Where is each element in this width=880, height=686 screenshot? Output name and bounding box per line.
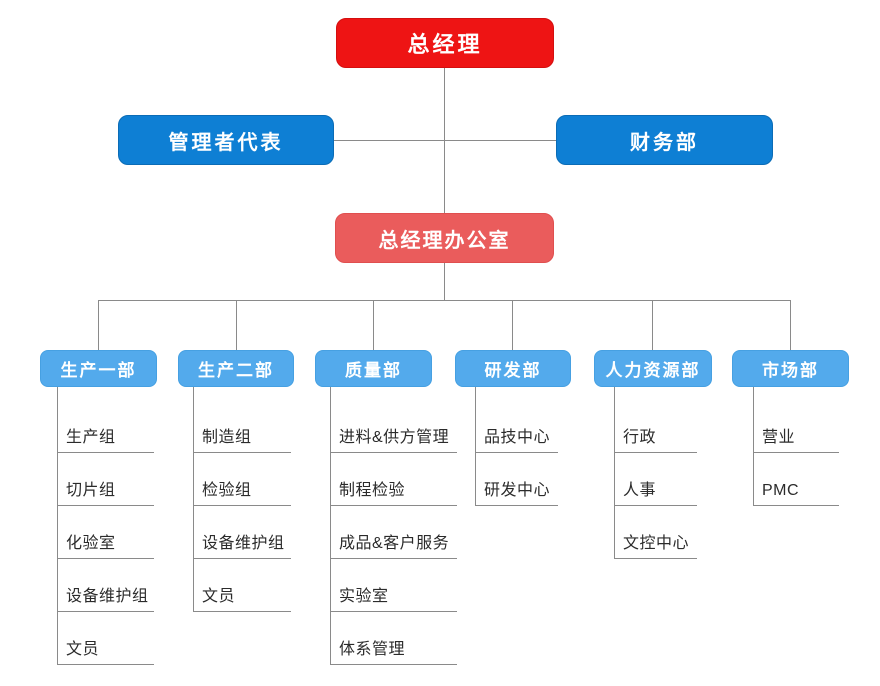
node-management-representative: 管理者代表 — [118, 115, 334, 165]
node-department-production2: 生产二部 — [178, 350, 294, 387]
list-item: 行政 — [615, 387, 697, 453]
connector-drop-market — [790, 300, 791, 350]
list-item: PMC — [754, 453, 839, 506]
node-finance-department: 财务部 — [556, 115, 773, 165]
children-list-production2: 制造组 检验组 设备维护组 文员 — [193, 387, 291, 612]
connector-drop-rnd — [512, 300, 513, 350]
children-list-quality: 进料&供方管理 制程检验 成品&客户服务 实验室 体系管理 — [330, 387, 457, 665]
connector-drop-production2 — [236, 300, 237, 350]
list-item: 品技中心 — [476, 387, 558, 453]
list-item: 检验组 — [194, 453, 291, 506]
connector-drop-production1 — [98, 300, 99, 350]
connector-drop-hr — [652, 300, 653, 350]
list-item: 人事 — [615, 453, 697, 506]
list-item: 制程检验 — [331, 453, 457, 506]
list-item: 进料&供方管理 — [331, 387, 457, 453]
list-item: 成品&客户服务 — [331, 506, 457, 559]
list-item: 体系管理 — [331, 612, 457, 665]
list-item: 研发中心 — [476, 453, 558, 506]
children-list-rnd: 品技中心 研发中心 — [475, 387, 558, 506]
list-item: 营业 — [754, 387, 839, 453]
list-item: 设备维护组 — [194, 506, 291, 559]
node-department-rnd: 研发部 — [455, 350, 571, 387]
node-department-hr: 人力资源部 — [594, 350, 712, 387]
node-general-manager: 总经理 — [336, 18, 554, 68]
connector-level2 — [334, 140, 556, 141]
list-item: 制造组 — [194, 387, 291, 453]
list-item: 实验室 — [331, 559, 457, 612]
list-item: 设备维护组 — [58, 559, 154, 612]
children-list-market: 营业 PMC — [753, 387, 839, 506]
children-list-production1: 生产组 切片组 化验室 设备维护组 文员 — [57, 387, 154, 665]
node-department-market: 市场部 — [732, 350, 849, 387]
list-item: 生产组 — [58, 387, 154, 453]
list-item: 文控中心 — [615, 506, 697, 559]
node-gm-office: 总经理办公室 — [335, 213, 554, 263]
list-item: 文员 — [194, 559, 291, 612]
connector-department-bus — [98, 300, 791, 301]
connector-drop-quality — [373, 300, 374, 350]
children-list-hr: 行政 人事 文控中心 — [614, 387, 697, 559]
node-department-quality: 质量部 — [315, 350, 432, 387]
list-item: 文员 — [58, 612, 154, 665]
node-department-production1: 生产一部 — [40, 350, 157, 387]
list-item: 化验室 — [58, 506, 154, 559]
list-item: 切片组 — [58, 453, 154, 506]
connector-office-to-bus — [444, 263, 445, 300]
